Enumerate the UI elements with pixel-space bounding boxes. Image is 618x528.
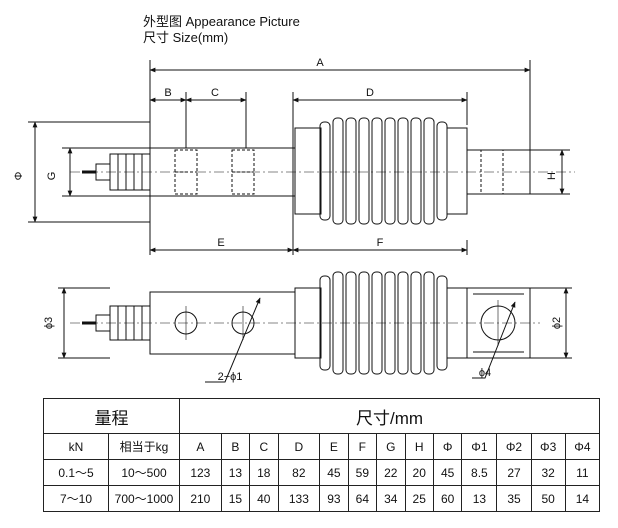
cell: 15 bbox=[220, 485, 251, 512]
cell: 60 bbox=[432, 485, 463, 512]
col-c: C bbox=[249, 433, 279, 460]
cell: 82 bbox=[277, 459, 321, 486]
dim-label-d: D bbox=[366, 87, 374, 99]
col-e: E bbox=[319, 433, 349, 460]
unit-kn: kN bbox=[43, 433, 109, 460]
cell: 45 bbox=[319, 459, 349, 486]
cell: 40 bbox=[249, 485, 279, 512]
dim-label-h: H bbox=[546, 172, 558, 180]
cell: 35 bbox=[496, 485, 532, 512]
table-row: 0.1～5 10～500 123 13 18 82 45 59 22 20 45… bbox=[43, 459, 601, 486]
table-header-row: kN 相当于kg A B C D E F G H Φ Φ1 Φ2 Φ3 Φ4 bbox=[43, 433, 601, 460]
table-title-row: 量程 尺寸/mm bbox=[43, 398, 600, 434]
cell: 64 bbox=[347, 485, 378, 512]
cell: 50 bbox=[530, 485, 566, 512]
bottom-view bbox=[58, 271, 572, 383]
col-d: D bbox=[277, 433, 321, 460]
cell: 34 bbox=[376, 485, 406, 512]
cell: 45 bbox=[432, 459, 463, 486]
table-row: 7～10 700～1000 210 15 40 133 93 64 34 25 … bbox=[43, 485, 601, 512]
cell: 22 bbox=[376, 459, 406, 486]
dim-label-phi2: ϕ2 bbox=[551, 317, 563, 329]
dim-label-c: C bbox=[211, 87, 219, 99]
top-view bbox=[28, 60, 575, 255]
dim-label-phi3: ϕ3 bbox=[43, 317, 55, 329]
dim-label-phi4: ϕ4 bbox=[479, 367, 491, 379]
col-f: F bbox=[347, 433, 378, 460]
title-line-2: 尺寸 Size(mm) bbox=[143, 30, 229, 45]
unit-kg: 相当于kg bbox=[108, 433, 180, 460]
dim-label-phi1: 2−ϕ1 bbox=[218, 371, 243, 383]
col-b: B bbox=[220, 433, 251, 460]
cell: 27 bbox=[496, 459, 532, 486]
col-phi3: Φ3 bbox=[530, 433, 566, 460]
size-title: 尺寸/mm bbox=[179, 398, 600, 434]
cell: 210 bbox=[179, 485, 222, 512]
cell: 13 bbox=[220, 459, 251, 486]
cell: 8.5 bbox=[461, 459, 498, 486]
dim-label-phi: Φ bbox=[13, 171, 25, 180]
cell: 13 bbox=[461, 485, 498, 512]
cell: 11 bbox=[564, 459, 601, 486]
title-line-1: 外型图 Appearance Picture bbox=[143, 14, 300, 29]
col-h: H bbox=[404, 433, 434, 460]
cell: 14 bbox=[564, 485, 601, 512]
col-phi1: Φ1 bbox=[461, 433, 498, 460]
cell: 133 bbox=[277, 485, 321, 512]
spec-table: 量程 尺寸/mm kN 相当于kg A B C D E F G H Φ Φ1 Φ… bbox=[43, 398, 601, 512]
row-kn: 7～10 bbox=[43, 485, 109, 512]
row-kn: 0.1～5 bbox=[43, 459, 109, 486]
cell: 59 bbox=[347, 459, 378, 486]
cell: 25 bbox=[404, 485, 434, 512]
dim-label-g: G bbox=[46, 172, 58, 181]
row-kg: 10～500 bbox=[108, 459, 180, 486]
col-g: G bbox=[376, 433, 406, 460]
range-title: 量程 bbox=[43, 398, 180, 434]
cell: 123 bbox=[179, 459, 222, 486]
dim-label-e: E bbox=[217, 237, 224, 249]
appearance-drawing: A B C D E F G Φ H ϕ3 ϕ2 2−ϕ1 ϕ4 bbox=[13, 57, 575, 383]
col-a: A bbox=[179, 433, 222, 460]
col-phi4: Φ4 bbox=[564, 433, 601, 460]
dim-label-f: F bbox=[377, 237, 384, 249]
col-phi2: Φ2 bbox=[496, 433, 532, 460]
cell: 18 bbox=[249, 459, 279, 486]
cell: 32 bbox=[530, 459, 566, 486]
cell: 93 bbox=[319, 485, 349, 512]
col-phi: Φ bbox=[432, 433, 463, 460]
dim-label-a: A bbox=[316, 57, 324, 69]
dim-label-b: B bbox=[164, 87, 171, 99]
row-kg: 700～1000 bbox=[108, 485, 180, 512]
cell: 20 bbox=[404, 459, 434, 486]
